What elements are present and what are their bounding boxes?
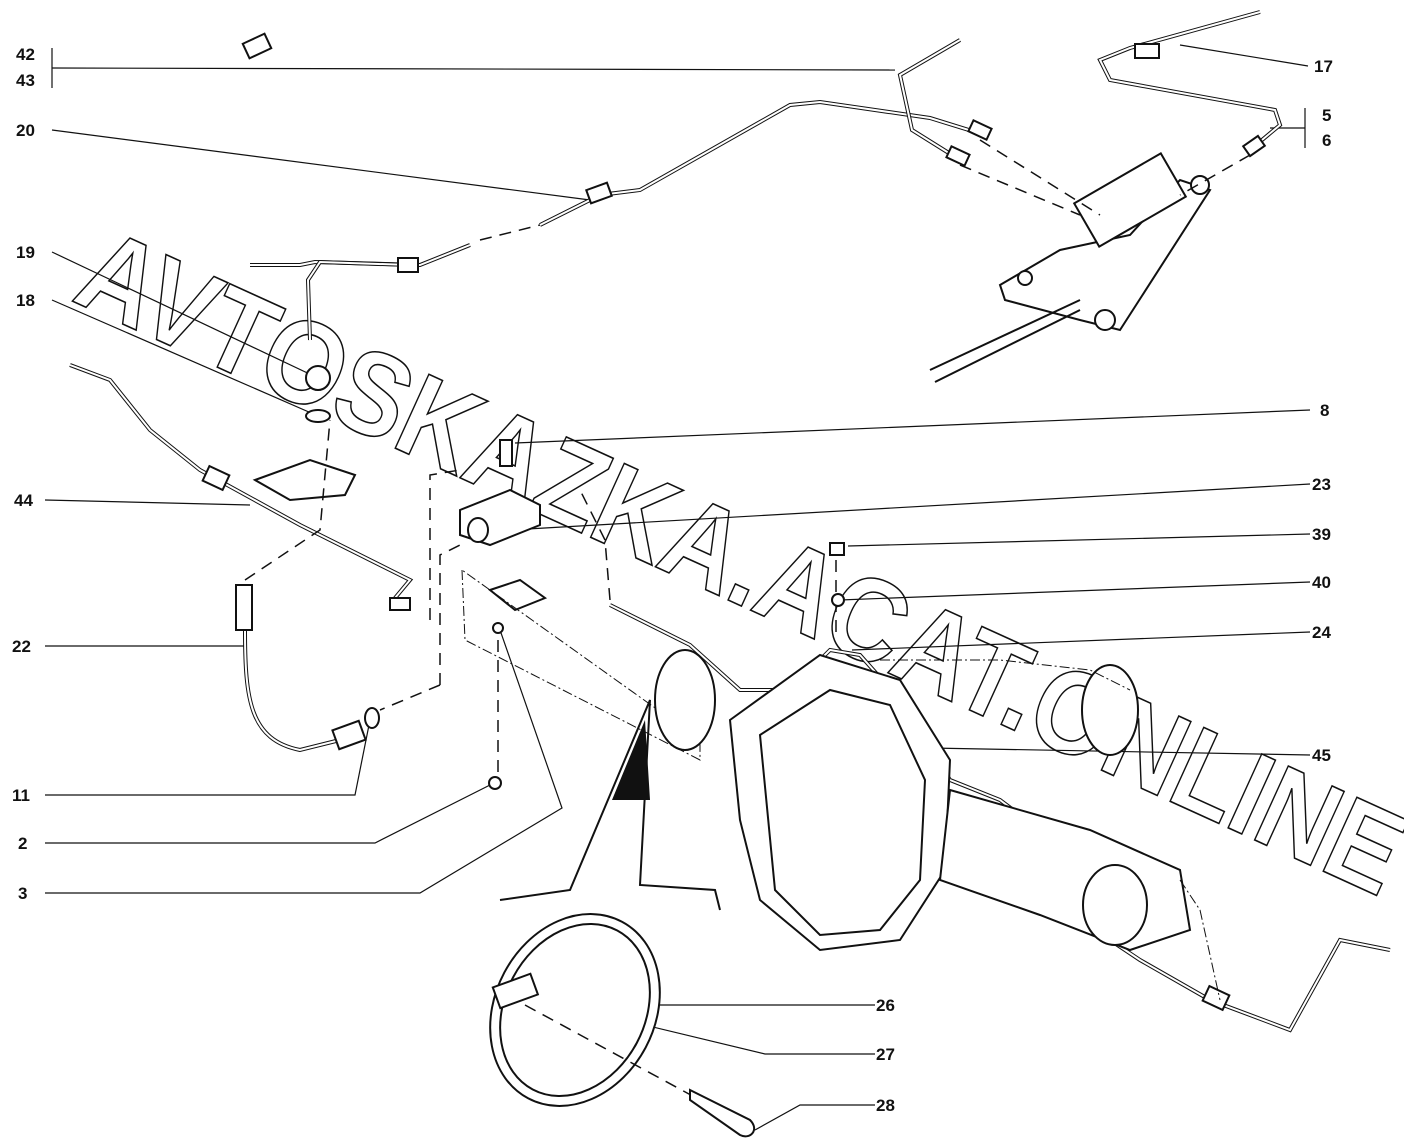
- callout-2: 2: [18, 834, 28, 853]
- watermark: AVTOSKAZKA.ACAT.ONLINE: [59, 204, 1404, 921]
- rear-axle: [461, 569, 1221, 1001]
- callout-45: 45: [1312, 746, 1331, 765]
- pipe-clamp: [489, 699, 756, 1138]
- callout-39: 39: [1312, 525, 1331, 544]
- tee-connector: [244, 139, 1251, 790]
- callout-3: 3: [18, 884, 28, 903]
- callout-22: 22: [12, 637, 31, 656]
- callout-17: 17: [1314, 57, 1333, 76]
- callout-43: 43: [16, 71, 35, 90]
- callout-26: 26: [876, 996, 895, 1015]
- callout-40: 40: [1312, 573, 1331, 592]
- callout-8: 8: [1320, 401, 1330, 420]
- callout-42: 42: [16, 45, 35, 64]
- callout-27: 27: [876, 1045, 895, 1064]
- leader-lines: [44, 44, 1311, 1131]
- pressure-regulator: [929, 151, 1212, 383]
- callout-11: 11: [12, 786, 30, 805]
- callout-28: 28: [876, 1096, 895, 1115]
- callout-5: 5: [1322, 106, 1332, 125]
- callout-18: 18: [16, 291, 35, 310]
- callout-24: 24: [1312, 623, 1331, 642]
- callout-23: 23: [1312, 475, 1331, 494]
- callout-6: 6: [1322, 131, 1332, 150]
- callout-20: 20: [16, 121, 35, 140]
- callout-44: 44: [14, 491, 33, 510]
- callout-19: 19: [16, 243, 35, 262]
